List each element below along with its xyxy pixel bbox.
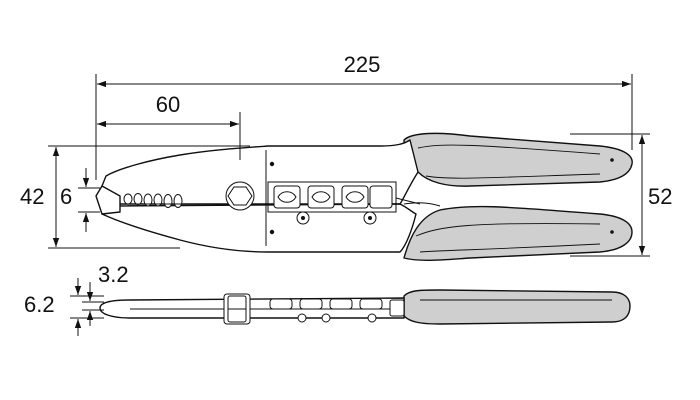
hex-pivot-bolt xyxy=(225,181,255,211)
dimension-tip-width: 6 xyxy=(60,168,100,232)
upper-jaw-body xyxy=(101,139,419,205)
dimension-nose-length: 60 xyxy=(97,92,241,160)
plier-top-view xyxy=(95,132,633,262)
side-body xyxy=(99,297,405,319)
return-spring xyxy=(403,202,441,207)
side-die-bumps xyxy=(269,298,405,323)
tip-width-label: 6 xyxy=(60,184,72,209)
side-handle-grip xyxy=(403,289,631,325)
jaw-serrations xyxy=(120,193,200,208)
upper-grip-contour-2 xyxy=(425,173,601,179)
handle-span-label: 52 xyxy=(648,184,672,209)
side-pivot xyxy=(223,293,251,325)
upper-grip-contour xyxy=(417,144,601,155)
tip-thickness-label: 3.2 xyxy=(98,262,129,287)
head-thickness-label: 6.2 xyxy=(24,292,55,317)
lower-grip-contour-2 xyxy=(419,243,601,253)
dimension-head-thickness: 6.2 xyxy=(24,278,104,336)
plier-side-view xyxy=(99,289,631,325)
dimension-overall-length: 225 xyxy=(95,52,633,180)
nose-length-label: 60 xyxy=(156,92,180,117)
lower-jaw-body xyxy=(101,203,417,253)
head-height-label: 42 xyxy=(20,184,44,209)
dimension-tip-thickness: 3.2 xyxy=(82,262,129,326)
upper-handle-grip xyxy=(403,132,633,187)
crimping-die-zone xyxy=(265,150,421,246)
lower-grip-dot xyxy=(610,230,614,234)
dimension-handle-span: 52 xyxy=(570,133,672,257)
dimension-head-height: 42 xyxy=(20,145,250,249)
lower-handle-grip xyxy=(403,205,633,262)
lower-grip-contour xyxy=(415,223,601,237)
overall-length-label: 225 xyxy=(344,52,381,77)
upper-grip-dot xyxy=(610,158,614,162)
